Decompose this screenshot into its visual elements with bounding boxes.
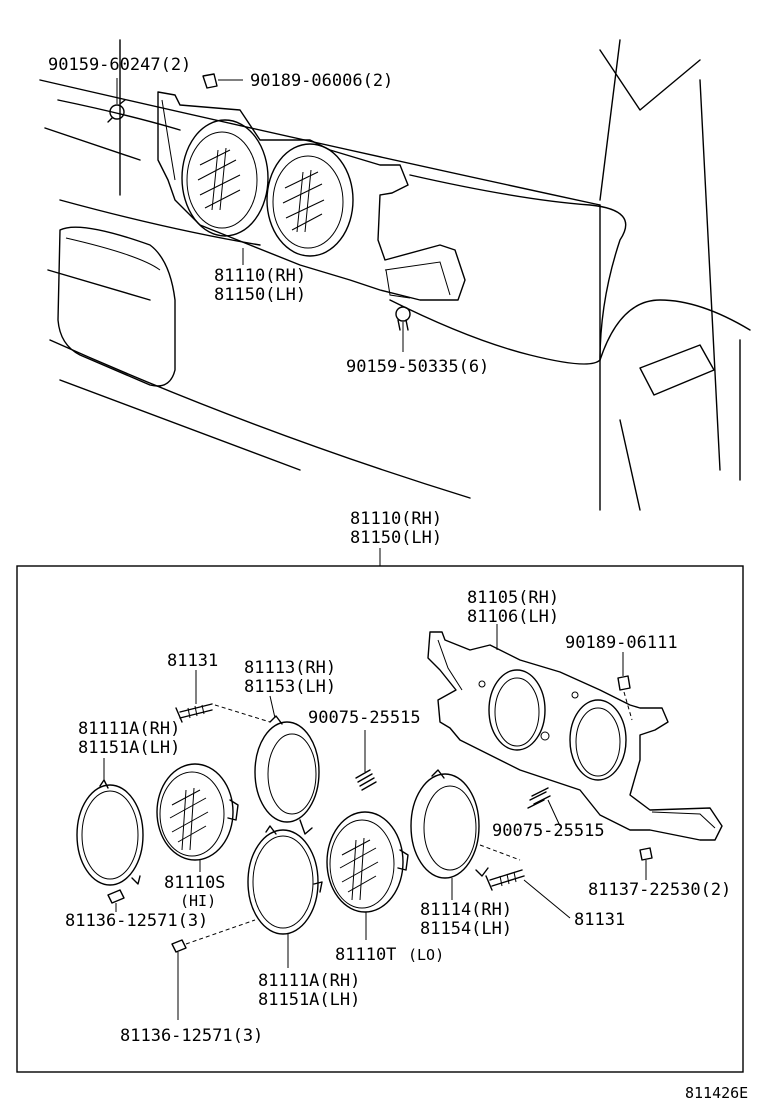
label-retainer-lh: 81151A(LH) <box>78 738 180 758</box>
exploded-callouts: 81105(RH) 81106(LH) 90189-06111 81131 81… <box>65 588 731 1046</box>
label-mount-ring-lh: 81153(LH) <box>244 677 336 697</box>
label-assy-rh: 81110(RH) <box>214 266 306 286</box>
label-bolt-lower: 90159-50335(6) <box>346 357 489 377</box>
exploded-view-header: 81110(RH) 81150(LH) <box>350 509 442 566</box>
label-lamp-hi-note: (HI) <box>180 892 216 910</box>
label-housing-lh: 81106(LH) <box>467 607 559 627</box>
label-adjust-screw-top: 81131 <box>167 651 218 671</box>
label-screw-left: 81136-12571(3) <box>65 911 208 931</box>
adjust-screw-icon <box>175 670 271 723</box>
label-bolt-upper: 90159-60247(2) <box>48 55 191 75</box>
label-mount-ring2-lh: 81154(LH) <box>420 919 512 939</box>
nut-icon <box>639 847 653 880</box>
screw-icon-bottom <box>171 919 256 1020</box>
diagram-id: 811426E <box>685 1084 748 1102</box>
retainer-ring-2 <box>247 825 323 968</box>
label-lamp-lo: 81110T <box>335 945 396 965</box>
label-lamp-hi: 81110S <box>164 873 225 893</box>
label-retainer2-rh: 81111A(RH) <box>258 971 360 991</box>
upper-callouts: 90159-60247(2) 90189-06006(2) 81110(RH) … <box>48 55 489 377</box>
label-retainer-rh: 81111A(RH) <box>78 719 180 739</box>
label-header-rh: 81110(RH) <box>350 509 442 529</box>
label-spring-right: 90075-25515 <box>492 821 605 841</box>
label-mount-ring2-rh: 81114(RH) <box>420 900 512 920</box>
label-clip-housing: 90189-06111 <box>565 633 678 653</box>
label-assy-lh: 81150(LH) <box>214 285 306 305</box>
clip-icon-housing <box>617 652 633 721</box>
bolt-icon <box>107 99 126 123</box>
label-retainer2-lh: 81151A(LH) <box>258 990 360 1010</box>
screw-icon-left <box>107 889 125 912</box>
mounting-ring-2 <box>410 769 521 900</box>
label-header-lh: 81150(LH) <box>350 528 442 548</box>
label-screw-bottom: 81136-12571(3) <box>120 1026 263 1046</box>
sealed-beam-hi <box>156 763 239 872</box>
exploded-view-frame <box>16 565 744 1073</box>
vehicle-front-body <box>39 39 751 511</box>
label-clip-upper: 90189-06006(2) <box>250 71 393 91</box>
clip-icon <box>202 73 218 89</box>
adjust-screw-icon-right <box>485 869 571 919</box>
spring-icon-right <box>527 787 561 827</box>
sealed-beam-lo <box>326 811 409 940</box>
spring-icon <box>355 730 377 791</box>
label-lamp-lo-note: (LO) <box>408 946 444 964</box>
label-housing-rh: 81105(RH) <box>467 588 559 608</box>
label-spring-top: 90075-25515 <box>308 708 421 728</box>
label-mount-ring-rh: 81113(RH) <box>244 658 336 678</box>
label-nut-right: 81137-22530(2) <box>588 880 731 900</box>
headlamp-housing <box>427 624 723 841</box>
bolt-icon-lower <box>395 306 411 331</box>
label-adjust-screw-right: 81131 <box>574 910 625 930</box>
retainer-ring-1 <box>76 758 144 886</box>
mounting-ring-1 <box>254 695 320 835</box>
headlamp-assembly-upper <box>107 73 466 352</box>
